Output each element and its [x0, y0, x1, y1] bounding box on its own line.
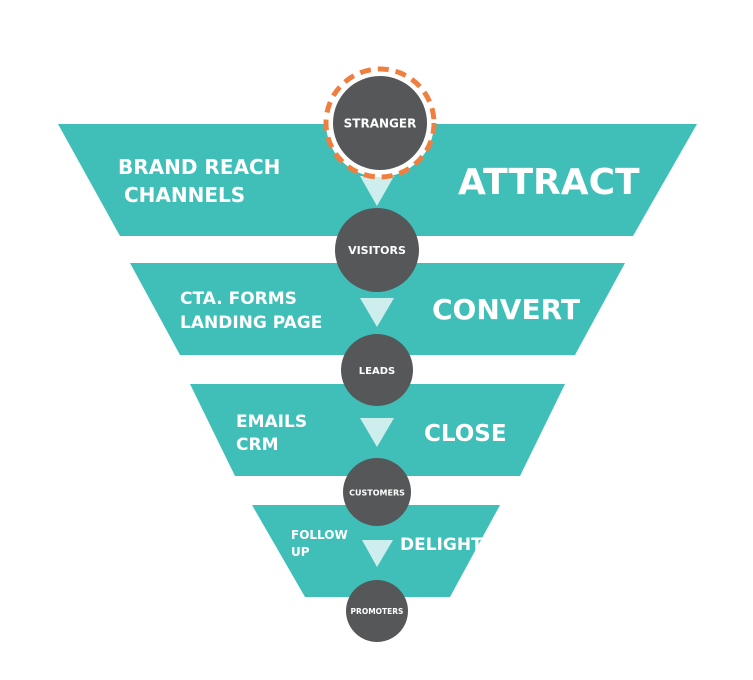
visitors-node	[335, 208, 419, 292]
convert-tactic-1: CTA. FORMS	[180, 289, 297, 309]
customers-label: CUSTOMERS	[349, 489, 405, 498]
stage-convert: CONVERT	[432, 293, 580, 326]
stage-delight: DELIGHT	[400, 535, 483, 555]
attract-tactic-2: CHANNELS	[124, 183, 245, 207]
promoters-label: PROMOTERS	[351, 607, 404, 616]
customers-node	[343, 458, 411, 526]
arrow-down-icon	[360, 418, 394, 447]
leads-label: LEADS	[359, 366, 395, 377]
attract-tactic-1: BRAND REACH	[118, 155, 280, 179]
arrow-down-icon	[362, 540, 393, 567]
stage-attract: ATTRACT	[458, 162, 640, 203]
visitors-label: VISITORS	[348, 244, 406, 257]
stage-close: CLOSE	[424, 421, 507, 447]
close-tactic-2: CRM	[236, 435, 278, 455]
stranger-node	[333, 76, 427, 170]
delight-tactic-2: UP	[291, 545, 310, 559]
arrow-down-icon	[360, 298, 394, 327]
stranger-label: STRANGER	[344, 117, 417, 131]
delight-tactic-1: FOLLOW	[291, 528, 348, 542]
promoters-node	[346, 580, 408, 642]
convert-tactic-2: LANDING PAGE	[180, 313, 322, 333]
leads-node	[341, 334, 413, 406]
arrow-down-icon	[360, 176, 394, 206]
close-tactic-1: EMAILS	[236, 412, 307, 432]
